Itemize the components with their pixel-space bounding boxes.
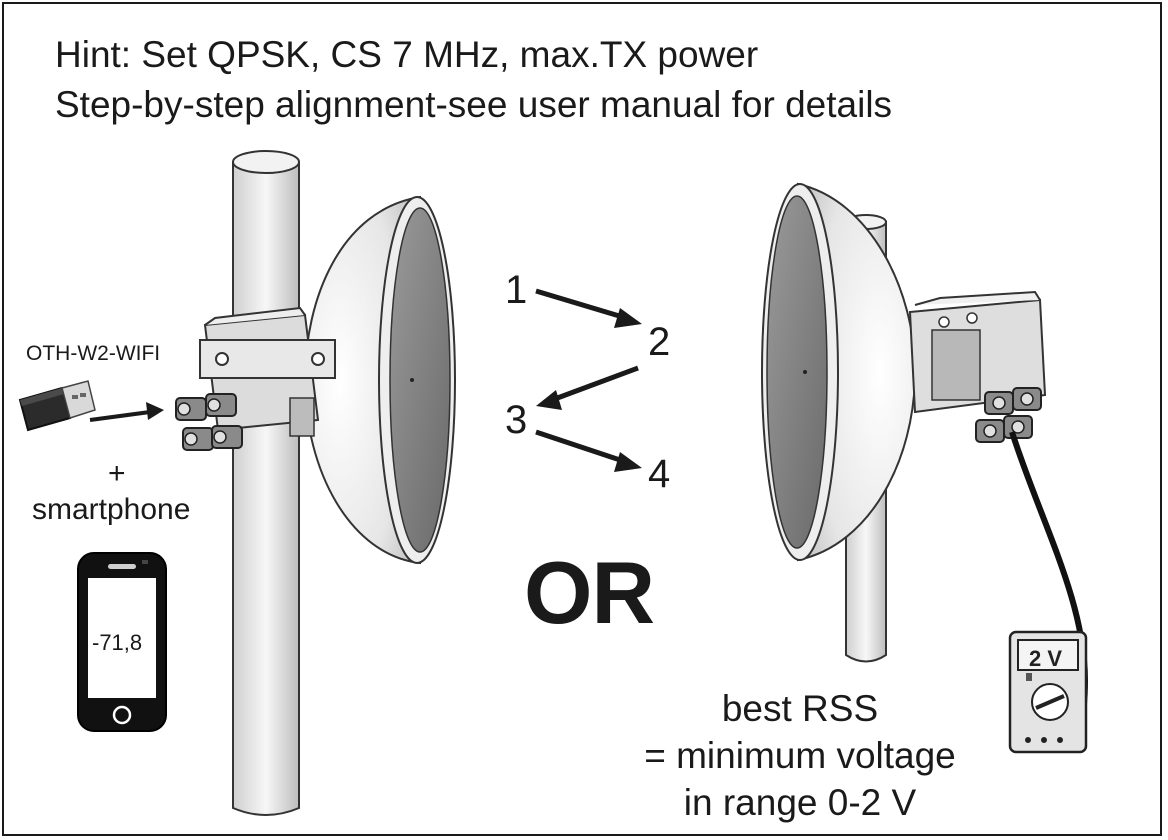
- multimeter-reading: 2 V: [1029, 646, 1063, 671]
- right-antenna-dish-icon: [761, 182, 1047, 663]
- plus-sign: +: [108, 457, 126, 490]
- rss-caption-line-1: best RSS: [721, 688, 879, 729]
- multimeter-icon: [1008, 630, 1088, 754]
- smartphone-label: smartphone: [32, 493, 191, 526]
- or-label: OR: [524, 543, 655, 642]
- hint-line-1: Hint: Set QPSK, CS 7 MHz, max.TX power: [55, 34, 759, 75]
- step-4-label: 4: [648, 452, 671, 496]
- smartphone-icon: [77, 552, 167, 732]
- left-antenna-dish-icon: [175, 150, 456, 816]
- rss-caption-line-3: in range 0-2 V: [683, 782, 917, 823]
- dongle-label: OTH-W2-WIFI: [26, 342, 161, 365]
- hint-line-2: Step-by-step alignment-see user manual f…: [55, 84, 893, 125]
- usb-dongle-icon: [18, 380, 96, 432]
- phone-rss-reading: -71,8: [92, 630, 143, 655]
- dongle-arrow: [89, 402, 164, 422]
- step-2-label: 2: [648, 320, 671, 364]
- step-3-label: 3: [505, 398, 528, 442]
- step-1-label: 1: [505, 268, 528, 312]
- step-arrows: [535, 288, 642, 472]
- rss-caption-line-2: = minimum voltage: [644, 735, 956, 776]
